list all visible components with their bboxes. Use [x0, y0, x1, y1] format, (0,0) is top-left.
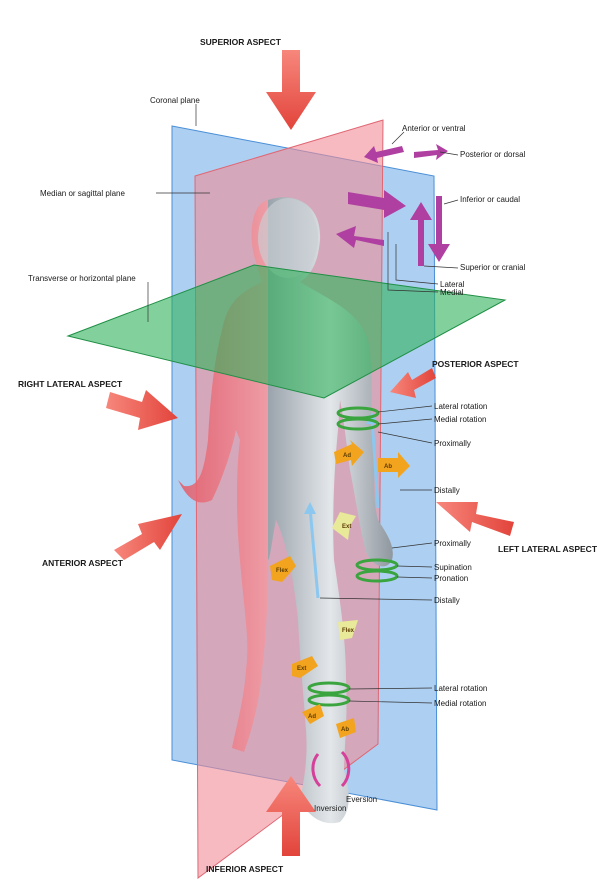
posterior-aspect-arrow: [390, 368, 436, 398]
arm-lateral-rotation-label: Lateral rotation: [434, 402, 487, 411]
posterior-direction-label: Posterior or dorsal: [460, 150, 526, 159]
pronation-label: Pronation: [434, 574, 468, 583]
rotation-arrows: [307, 406, 399, 707]
eversion-arrow: [340, 750, 351, 788]
arm-axis-arrow: [370, 417, 380, 509]
ext-hip-arrow: [332, 512, 356, 540]
left-lateral-aspect-label: LEFT LATERAL ASPECT: [498, 544, 598, 554]
arm-distally-label: Distally: [434, 486, 460, 495]
superior-direction-arrow: [410, 202, 432, 266]
flex-hip-arrow: [270, 556, 296, 582]
posterior-direction-arrow: [414, 144, 448, 160]
forearm-proximally-label: Proximally: [434, 539, 471, 548]
inferior-aspect-arrow: [266, 776, 316, 856]
ad-arrow: [334, 440, 364, 466]
ab-arrow: [378, 452, 410, 478]
leg-lateral-rotation-ring: [307, 681, 351, 695]
inversion-label: Inversion: [314, 804, 346, 813]
arm-proximally-label: Proximally: [434, 439, 471, 448]
aspect-arrows: [106, 50, 514, 856]
leg-medial-rotation-label: Medial rotation: [434, 699, 486, 708]
left-lateral-aspect-arrow: [436, 502, 514, 536]
leg-distally-label: Distally: [434, 596, 460, 605]
posterior-aspect-label: POSTERIOR ASPECT: [432, 359, 519, 369]
eversion-label: Eversion: [346, 795, 377, 804]
superior-aspect-arrow: [266, 50, 316, 130]
anterior-aspect-label: ANTERIOR ASPECT: [42, 558, 124, 568]
medial-direction-label: Medial: [440, 288, 464, 297]
transverse-plane-label: Transverse or horizontal plane: [28, 274, 136, 283]
ab-tag: Ab: [384, 464, 392, 470]
anterior-aspect-arrow: [114, 514, 182, 560]
superior-direction-label: Superior or cranial: [460, 263, 526, 272]
movement-arrows: Ad Ab Ext Flex Flex Ext Ad Ab: [270, 440, 410, 738]
head: [258, 198, 318, 278]
ab-leg-arrow: [336, 718, 356, 738]
ext-hip-tag: Ext: [342, 524, 351, 530]
leg-lateral-rotation-label: Lateral rotation: [434, 684, 487, 693]
inversion-arrow: [311, 753, 322, 788]
anterior-direction-label: Anterior or ventral: [402, 124, 466, 133]
ext-knee-arrow: [292, 656, 318, 678]
lateral-direction-arrow: [348, 190, 406, 218]
right-lateral-aspect-label: RIGHT LATERAL ASPECT: [18, 379, 123, 389]
flex-knee-arrow: [338, 620, 358, 640]
direction-arrows: [336, 144, 450, 266]
ext-knee-tag: Ext: [297, 666, 306, 672]
medial-direction-arrow: [336, 226, 384, 248]
arm-medial-rotation-label: Medial rotation: [434, 415, 486, 424]
lateral-direction-label: Lateral: [440, 280, 465, 289]
ad-tag: Ad: [343, 453, 351, 459]
superior-aspect-label: SUPERIOR ASPECT: [200, 37, 282, 47]
thigh-axis-head: [304, 502, 316, 514]
coronal-plane-label: Coronal plane: [150, 96, 200, 105]
flex-knee-tag: Flex: [342, 628, 355, 634]
ad-leg-tag: Ad: [308, 714, 316, 720]
inferior-direction-arrow: [428, 196, 450, 262]
inferior-direction-label: Inferior or caudal: [460, 195, 520, 204]
right-lateral-aspect-arrow: [106, 390, 178, 430]
foot-arrows: [311, 750, 351, 788]
forearm-pronation-ring: [355, 569, 399, 583]
leader-lines: [147, 104, 459, 704]
anterior-direction-arrow: [364, 146, 404, 163]
median-plane-label: Median or sagittal plane: [40, 189, 125, 198]
leg-medial-rotation-ring: [307, 693, 351, 707]
thigh-axis-arrow: [308, 507, 320, 599]
transverse-plane: [66, 264, 507, 399]
ab-leg-tag: Ab: [341, 727, 349, 733]
ad-leg-arrow: [302, 704, 324, 724]
inferior-aspect-label: INFERIOR ASPECT: [206, 864, 284, 874]
flex-hip-tag: Flex: [276, 568, 289, 574]
supination-label: Supination: [434, 563, 472, 572]
